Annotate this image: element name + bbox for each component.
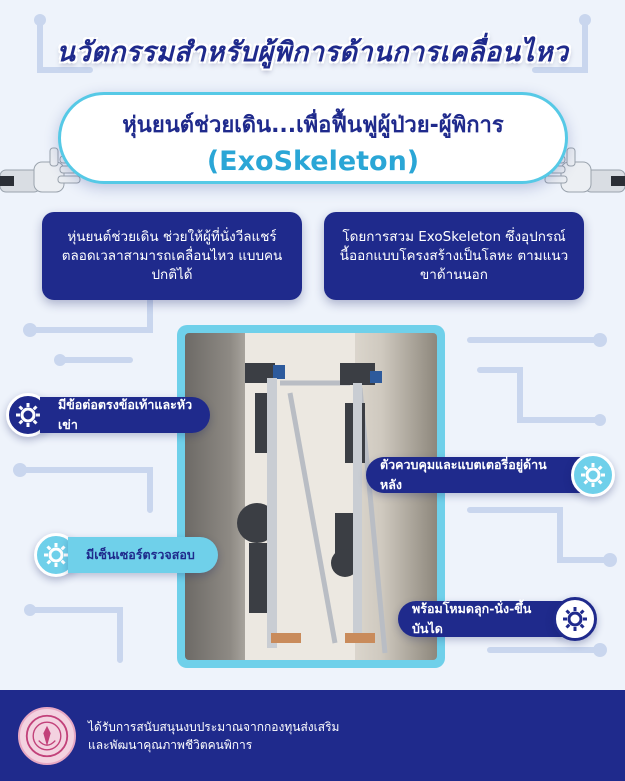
footer-line1: ได้รับการสนับสนุนงบประมาณจากกองทุนส่งเสร…	[88, 719, 340, 734]
seal-logo	[18, 706, 76, 765]
gear-icon	[553, 597, 597, 641]
callout-joints-label: มีข้อต่อตรงข้อเท้าและหัวเข่า	[40, 397, 210, 433]
footer: ได้รับการสนับสนุนงบประมาณจากกองทุนส่งเสร…	[0, 690, 625, 781]
info-box-left: หุ่นยนต์ช่วยเดิน ช่วยให้ผู้ที่นั่งวีลแชร…	[42, 212, 302, 300]
footer-text: ได้รับการสนับสนุนงบประมาณจากกองทุนส่งเสร…	[88, 718, 339, 754]
callout-controller: ตัวควบคุมและแบตเตอรี่อยู่ด้านหลัง	[366, 453, 615, 497]
callout-sensor-label: มีเซ็นเซอร์ตรวจสอบ	[68, 537, 218, 573]
callout-sensor: มีเซ็นเซอร์ตรวจสอบ	[34, 533, 218, 577]
callout-modes-label: พร้อมโหมดลุก-นั่ง-ขึ้นบันได	[398, 601, 563, 637]
exoskeleton-photo	[185, 333, 437, 660]
callout-modes: พร้อมโหมดลุก-นั่ง-ขึ้นบันได	[398, 597, 597, 641]
subtitle-banner: หุ่นยนต์ช่วยเดิน...เพื่อฟื้นฟูผู้ป่วย-ผู…	[58, 92, 568, 184]
gear-icon	[571, 453, 615, 497]
subtitle-line1: หุ่นยนต์ช่วยเดิน...เพื่อฟื้นฟูผู้ป่วย-ผู…	[122, 113, 504, 138]
footer-line2: และพัฒนาคุณภาพชีวิตคนพิการ	[88, 737, 253, 752]
subtitle-line2: (ExoSkeleton)	[206, 146, 420, 177]
info-box-right: โดยการสวม ExoSkeleton ซึ่งอุปกรณ์นี้ออกแ…	[324, 212, 584, 300]
callout-controller-label: ตัวควบคุมและแบตเตอรี่อยู่ด้านหลัง	[366, 457, 581, 493]
callout-joints: มีข้อต่อตรงข้อเท้าและหัวเข่า	[6, 393, 210, 437]
page-title: นวัตกรรมสำหรับผู้พิการด้านการเคลื่อนไหว	[56, 37, 569, 68]
